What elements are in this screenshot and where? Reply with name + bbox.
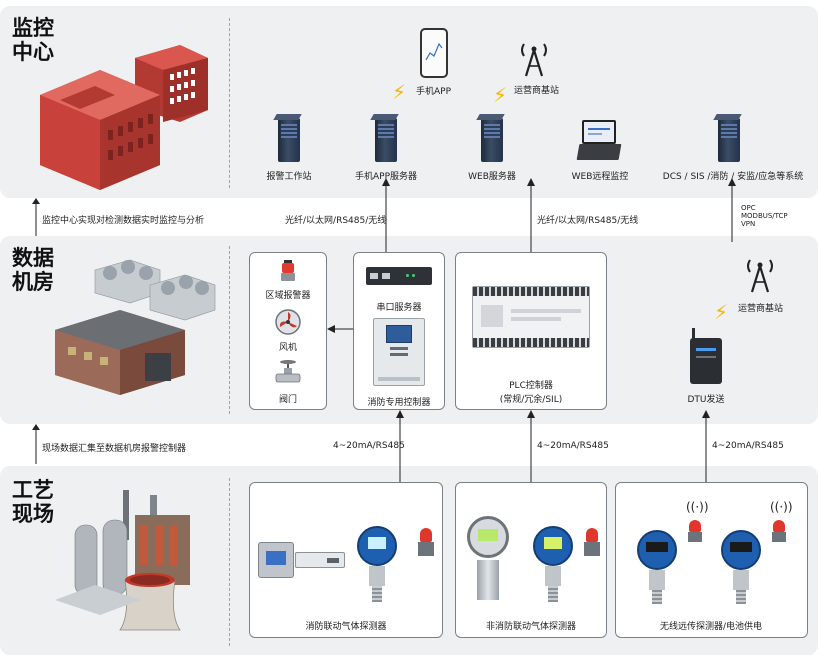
wireless-detector-icon-2 bbox=[718, 530, 764, 608]
alarm-workstation-server-icon bbox=[278, 118, 300, 162]
signal-2-label: 4~20mA/RS485 bbox=[537, 441, 609, 451]
link-protocol-label: OPC MODBUS/TCP VPN bbox=[741, 204, 788, 228]
dtu-label: DTU发送 bbox=[687, 395, 725, 405]
zone-title-datacenter: 数据 机房 bbox=[12, 246, 54, 294]
laptop-icon bbox=[576, 120, 622, 160]
web-server-label: WEB服务器 bbox=[468, 172, 516, 182]
plc-controller-icon bbox=[472, 286, 590, 348]
dcs-server-icon bbox=[718, 118, 740, 162]
area-alarm-icon bbox=[281, 260, 295, 281]
plc-label: PLC控制器 bbox=[509, 381, 553, 391]
link-fiber-2-label: 光纤/以太网/RS485/无线 bbox=[537, 216, 639, 226]
zone-title-field: 工艺 现场 bbox=[12, 478, 54, 526]
divider-field bbox=[229, 478, 230, 646]
controller-to-devices-arrow bbox=[327, 325, 355, 333]
signal-arrow-nonfire bbox=[527, 410, 535, 482]
phone-icon bbox=[420, 28, 448, 78]
nonfire-linked-label: 非消防联动气体探测器 bbox=[485, 622, 577, 632]
fire-gas-detector-icon bbox=[354, 526, 400, 606]
link-fiber-1-label: 光纤/以太网/RS485/无线 bbox=[285, 216, 387, 226]
left-flow-upper-label: 监控中心实现对检测数据实时监控与分析 bbox=[42, 216, 205, 226]
carrier-tower-datacenter-icon bbox=[747, 259, 773, 293]
fan-label: 风机 bbox=[278, 343, 298, 353]
app-server-icon bbox=[375, 118, 397, 162]
valve-icon bbox=[275, 360, 301, 383]
alarm-workstation-label: 报警工作站 bbox=[266, 172, 312, 182]
wireless-label: 无线远传探测器/电池供电 bbox=[659, 622, 763, 632]
valve-label: 阀门 bbox=[278, 395, 298, 405]
uplink-arrow-web bbox=[527, 178, 535, 254]
serial-server-icon bbox=[366, 267, 432, 285]
signal-arrow-fire bbox=[396, 410, 404, 482]
web-remote-label: WEB远程监控 bbox=[571, 172, 629, 182]
phone-app-label: 手机APP bbox=[416, 87, 452, 97]
left-flow-arrow-upper bbox=[32, 198, 40, 236]
wireless-signal-icon-2: ((·)) bbox=[770, 500, 793, 514]
dcs-systems-label: DCS / SIS /消防 / 安监/应急等系统 bbox=[662, 172, 804, 182]
wireless-beacon-icon-1 bbox=[688, 520, 702, 542]
wireless-signal-icon-1: ((·)) bbox=[686, 500, 709, 514]
uplink-arrow-app bbox=[382, 178, 390, 254]
left-flow-lower-label: 现场数据汇集至数据机房报警控制器 bbox=[42, 444, 187, 454]
dtu-device-icon bbox=[690, 328, 722, 384]
uplink-arrow-dcs bbox=[728, 178, 736, 242]
fire-panel-device-icon bbox=[258, 542, 294, 578]
signal-3-label: 4~20mA/RS485 bbox=[712, 441, 784, 451]
nonfire-beacon-icon bbox=[584, 528, 600, 556]
divider-datacenter bbox=[229, 246, 230, 414]
fire-sensor-probe-icon bbox=[295, 552, 345, 568]
web-server-icon bbox=[481, 118, 503, 162]
carrier-station-top-label: 运营商基站 bbox=[514, 86, 560, 96]
left-flow-arrow-lower bbox=[32, 424, 40, 464]
carrier-station-datacenter-label: 运营商基站 bbox=[738, 304, 784, 314]
zone-title-monitor: 监控 中心 bbox=[12, 16, 54, 64]
serial-server-label: 串口服务器 bbox=[376, 303, 422, 313]
fan-icon bbox=[275, 309, 301, 335]
signal-1-label: 4~20mA/RS485 bbox=[333, 441, 405, 451]
tower-lightning-icon: ⚡ bbox=[493, 83, 508, 107]
fire-controller-cabinet-icon bbox=[373, 318, 425, 386]
carrier-tower-icon bbox=[521, 43, 547, 77]
datacenter-building-illustration bbox=[55, 259, 216, 395]
app-server-label: 手机APP服务器 bbox=[354, 172, 418, 182]
plc-sub-label: (常规/冗余/SIL) bbox=[499, 395, 563, 405]
wireless-detector-icon-1 bbox=[634, 530, 680, 608]
fire-beacon-icon bbox=[418, 528, 434, 556]
phone-lightning-icon: ⚡ bbox=[392, 80, 407, 104]
divider-monitor bbox=[229, 18, 230, 188]
dtu-lightning-icon: ⚡ bbox=[714, 300, 729, 324]
field-plant-illustration bbox=[55, 490, 190, 631]
nonfire-gas-detector-icon bbox=[530, 526, 576, 606]
fire-controller-label: 消防专用控制器 bbox=[367, 398, 431, 408]
monitor-building-illustration bbox=[40, 45, 208, 190]
wireless-beacon-icon-2 bbox=[772, 520, 786, 542]
signal-arrow-wireless bbox=[702, 410, 710, 482]
nonfire-explosion-proof-detector-icon bbox=[465, 516, 511, 604]
fire-linked-label: 消防联动气体探测器 bbox=[305, 622, 387, 632]
area-alarm-label: 区域报警器 bbox=[265, 291, 311, 301]
